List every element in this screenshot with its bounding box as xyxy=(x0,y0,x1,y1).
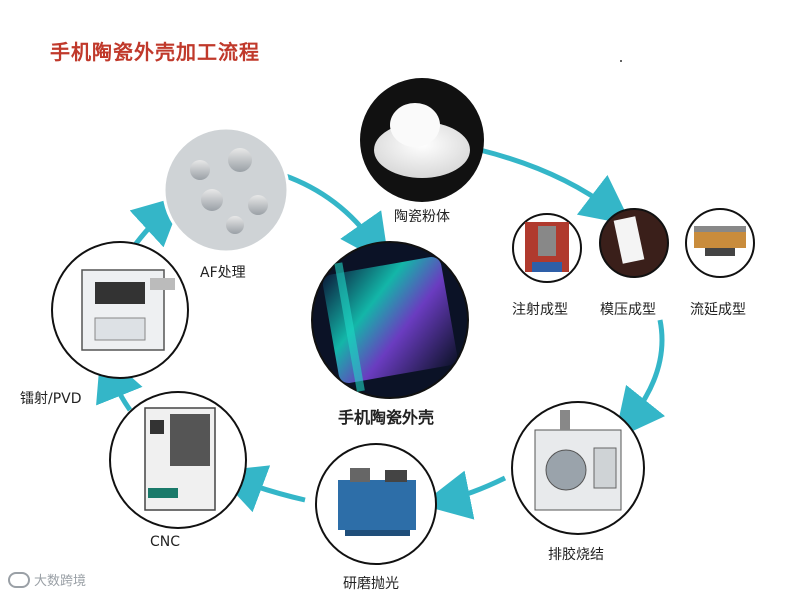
arrow-af-to-center xyxy=(282,172,390,266)
step-label-cnc: CNC xyxy=(150,534,181,550)
arrow-polish-to-cnc xyxy=(214,465,306,513)
page-title: 手机陶瓷外壳加工流程 xyxy=(50,40,260,64)
center-phone-image xyxy=(311,241,469,399)
watermark: 大数跨境 xyxy=(8,570,86,589)
arrow-molding-to-debind xyxy=(614,319,666,440)
step-label-powder: 陶瓷粉体 xyxy=(394,209,450,225)
step-label-af: AF处理 xyxy=(200,265,246,281)
tape-image xyxy=(685,208,755,278)
step-label-polish: 研磨抛光 xyxy=(343,576,399,592)
step-label-injection: 注射成型 xyxy=(512,302,568,318)
debind-image xyxy=(511,401,645,535)
arrow-powder-to-molding xyxy=(479,147,632,226)
injection-image xyxy=(512,213,582,283)
pvd-image xyxy=(51,241,189,379)
arrow-debind-to-polish xyxy=(420,470,507,520)
decorative-dot xyxy=(620,60,622,62)
step-label-debind: 排胶烧结 xyxy=(548,547,604,563)
press-image xyxy=(599,208,669,278)
step-label-tape: 流延成型 xyxy=(690,302,746,318)
watermark-logo-icon xyxy=(8,571,30,588)
center-label: 手机陶瓷外壳 xyxy=(338,408,435,427)
cnc-image xyxy=(109,391,247,529)
powder-image xyxy=(360,78,484,202)
polish-image xyxy=(315,443,437,565)
step-label-press: 模压成型 xyxy=(600,302,656,318)
af-image xyxy=(162,126,290,254)
step-label-pvd: 镭射/PVD xyxy=(20,391,82,407)
watermark-text: 大数跨境 xyxy=(34,574,87,589)
